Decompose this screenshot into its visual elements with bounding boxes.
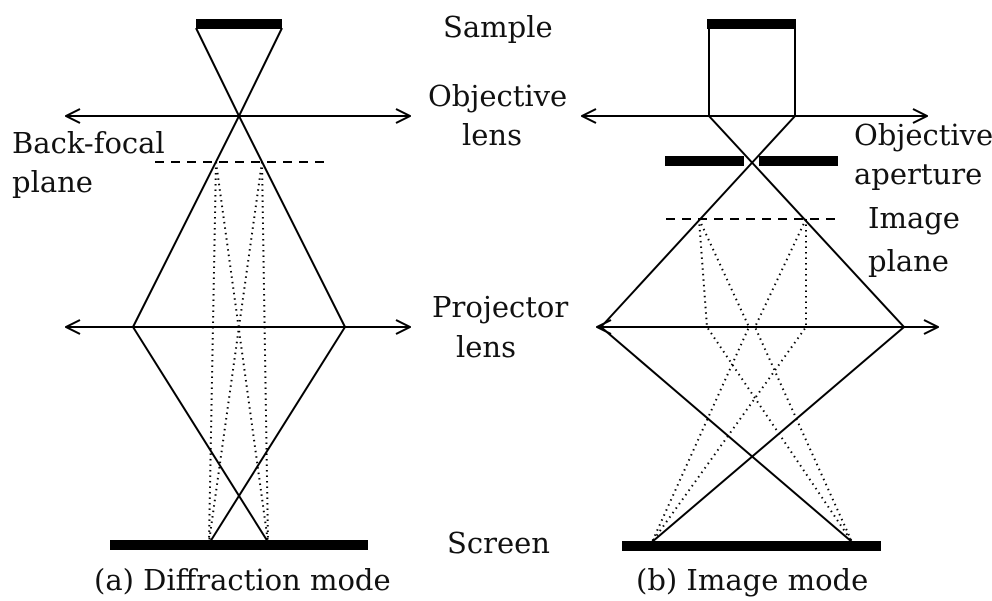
objective-aperture-label-line1: Objective [854, 118, 992, 152]
diffraction-mode-caption: (a) Diffraction mode [94, 563, 391, 597]
image-mode-caption: (b) Image mode [636, 563, 868, 597]
dotted-ray-a3 [261, 161, 269, 543]
dotted-ray-b3 [651, 219, 807, 543]
back-focal-plane-label-line1: Back-focal [12, 126, 165, 160]
dotted-ray-a4 [208, 161, 263, 543]
diffraction-mode-diagram [67, 19, 409, 550]
dotted-ray-a2 [215, 161, 269, 543]
objective-aperture-label-line2: aperture [854, 157, 982, 191]
objective-lens-label-line1: Objective [428, 79, 567, 113]
projector-lens-label-line1: Projector [432, 290, 568, 324]
dotted-ray-a1 [208, 161, 217, 543]
solid-ray-right [209, 27, 347, 543]
solid-ray-left [131, 27, 269, 543]
solid-ray-left [651, 28, 906, 543]
screen-label: Screen [447, 526, 550, 560]
back-focal-plane-label-line2: plane [12, 165, 93, 199]
solid-ray-right [599, 28, 853, 543]
image-mode-diagram [583, 19, 937, 551]
dotted-ray-b2 [651, 218, 751, 543]
projector-lens-label-line2: lens [456, 330, 516, 364]
dotted-ray-b1 [698, 218, 853, 543]
image-plane-label-line1: Image [868, 201, 960, 235]
image-plane-label-line2: plane [868, 244, 949, 278]
objective-lens-label-line2: lens [462, 118, 522, 152]
sample-label: Sample [443, 10, 553, 44]
dotted-ray-b4 [753, 218, 853, 543]
